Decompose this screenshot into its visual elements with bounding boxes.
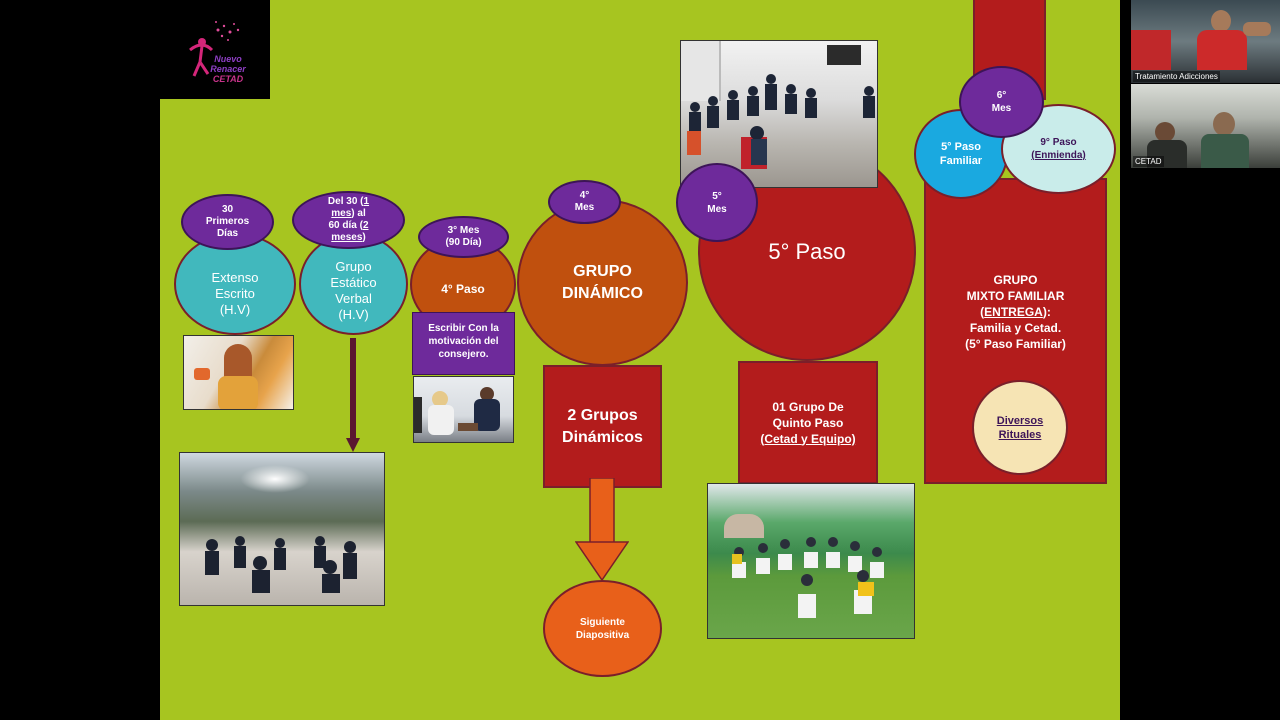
phase1-badge-line1: 30: [221, 204, 234, 215]
phase5-badge: 5° Mes: [676, 163, 758, 242]
familiar-line1: 5° Paso: [941, 141, 981, 153]
phase2-badge-d: ) al: [351, 208, 366, 219]
phase4-circle: GRUPO DINÁMICO: [517, 199, 688, 366]
phase3-badge: 3° Mes (90 Día): [418, 216, 509, 258]
phase1-circle: Extenso Escrito (H.V): [174, 233, 296, 335]
phase4-box-line1: 2 Grupos: [567, 406, 638, 424]
phase4-box-line2: Dinámicos: [562, 428, 643, 446]
phase5-box-line1: 01 Grupo De: [772, 399, 844, 414]
arrow-down-icon: [346, 338, 360, 454]
phase2-line1: Grupo: [335, 259, 372, 274]
photo-group-room: [179, 452, 385, 606]
phase5-box-line3: (Cetad y Equipo): [760, 431, 856, 446]
phase4-badge-line2: Mes: [574, 202, 595, 213]
participant2-name: CETAD: [1133, 156, 1164, 167]
enmienda-line1: 9° Paso: [1040, 137, 1077, 148]
phase2-line4: (H.V): [338, 307, 369, 322]
next-slide-circle[interactable]: Siguiente Diapositiva: [543, 580, 662, 677]
phase4-line2: DINÁMICO: [562, 284, 643, 302]
phase3-title: 4° Paso: [441, 281, 485, 296]
next-slide-line2: Diapositiva: [575, 629, 630, 641]
phase3-note: Escribir Con la motivación del consejero…: [428, 323, 499, 360]
phase6-line2: MIXTO FAMILIAR: [966, 289, 1065, 303]
phase2-badge-h: ): [362, 232, 366, 243]
logo-line1: Nuevo: [214, 54, 242, 64]
phase6-line3b: ENTREGA: [984, 305, 1043, 319]
rituals-line2: Rituales: [998, 428, 1042, 441]
phase3-badge-line1: 3° Mes: [447, 225, 480, 236]
phase2-badge-c: mes: [331, 208, 352, 219]
photo-group-outdoor: [707, 483, 915, 639]
video-tile-2[interactable]: CETAD: [1131, 84, 1280, 168]
phase1-line1: Extenso: [211, 270, 259, 285]
next-slide-line1: Siguiente: [579, 616, 625, 628]
participant1-name: Tratamiento Adicciones: [1133, 71, 1220, 82]
phase6-line5: (5° Paso Familiar): [965, 337, 1066, 351]
phase6-text: GRUPO MIXTO FAMILIAR (ENTREGA): Familia …: [924, 272, 1107, 352]
logo-line3: CETAD: [212, 74, 244, 84]
phase2-line2: Estático: [330, 275, 377, 290]
phase2-badge-g: meses: [331, 232, 363, 243]
phase4-box: 2 Grupos Dinámicos: [543, 365, 662, 488]
phase5-badge-line2: Mes: [707, 203, 727, 215]
phase6-badge-line1: 6°: [996, 90, 1007, 101]
phase1-line2: Escrito: [215, 286, 255, 301]
phase1-line3: (H.V): [219, 302, 251, 317]
phase6-line4: Familia y Cetad.: [969, 321, 1062, 335]
familiar-line2: Familiar: [939, 155, 983, 167]
arrow-down-orange-icon: [574, 477, 630, 582]
phase4-badge: 4° Mes: [548, 180, 621, 224]
dancer-sparkle-icon: [189, 21, 240, 77]
enmienda-line2: (Enmienda): [1031, 150, 1086, 161]
phase4-badge-line1: 4°: [579, 190, 590, 201]
phase6-line1: GRUPO: [993, 273, 1038, 287]
phase3-note-box: Escribir Con la motivación del consejero…: [412, 312, 515, 375]
phase2-badge-e: 60 día (: [328, 220, 363, 231]
phase5-title: 5° Paso: [768, 239, 846, 264]
phase6-badge-line2: Mes: [991, 103, 1012, 114]
logo-line2: Renacer: [210, 64, 246, 74]
phase2-line3: Verbal: [335, 291, 372, 306]
phase3-badge-line2: (90 Día): [445, 237, 482, 248]
phase6-rituals-circle: Diversos Rituales: [972, 380, 1068, 475]
phase1-badge-line2: Primeros: [205, 216, 250, 227]
phase1-badge-line3: Días: [216, 228, 239, 239]
phase5-box: 01 Grupo De Quinto Paso (Cetad y Equipo): [738, 361, 878, 484]
phase4-line1: GRUPO: [573, 262, 632, 280]
phase2-badge-b: 1: [363, 196, 370, 207]
phase2-badge-a: Del 30 (: [327, 196, 364, 207]
phase1-badge: 30 Primeros Días: [181, 194, 274, 250]
rituals-line1: Diversos: [996, 414, 1044, 427]
cetad-logo: Nuevo Renacer CETAD: [160, 0, 270, 99]
phase6-line3c: ):: [1042, 305, 1051, 319]
phase6-line3a: (: [980, 305, 985, 319]
video-tile-1[interactable]: Tratamiento Adicciones: [1131, 0, 1280, 83]
phase5-box-line2: Quinto Paso: [772, 415, 844, 430]
phase2-badge: Del 30 (1 mes) al 60 día (2 meses): [292, 191, 405, 249]
phase2-badge-f: 2: [362, 220, 369, 231]
phase6-badge: 6° Mes: [959, 66, 1044, 138]
photo-woman-writing: [183, 335, 294, 410]
phase2-circle: Grupo Estático Verbal (H.V): [299, 233, 408, 335]
phase5-badge-line1: 5°: [712, 190, 722, 202]
photo-counseling: [413, 376, 514, 443]
